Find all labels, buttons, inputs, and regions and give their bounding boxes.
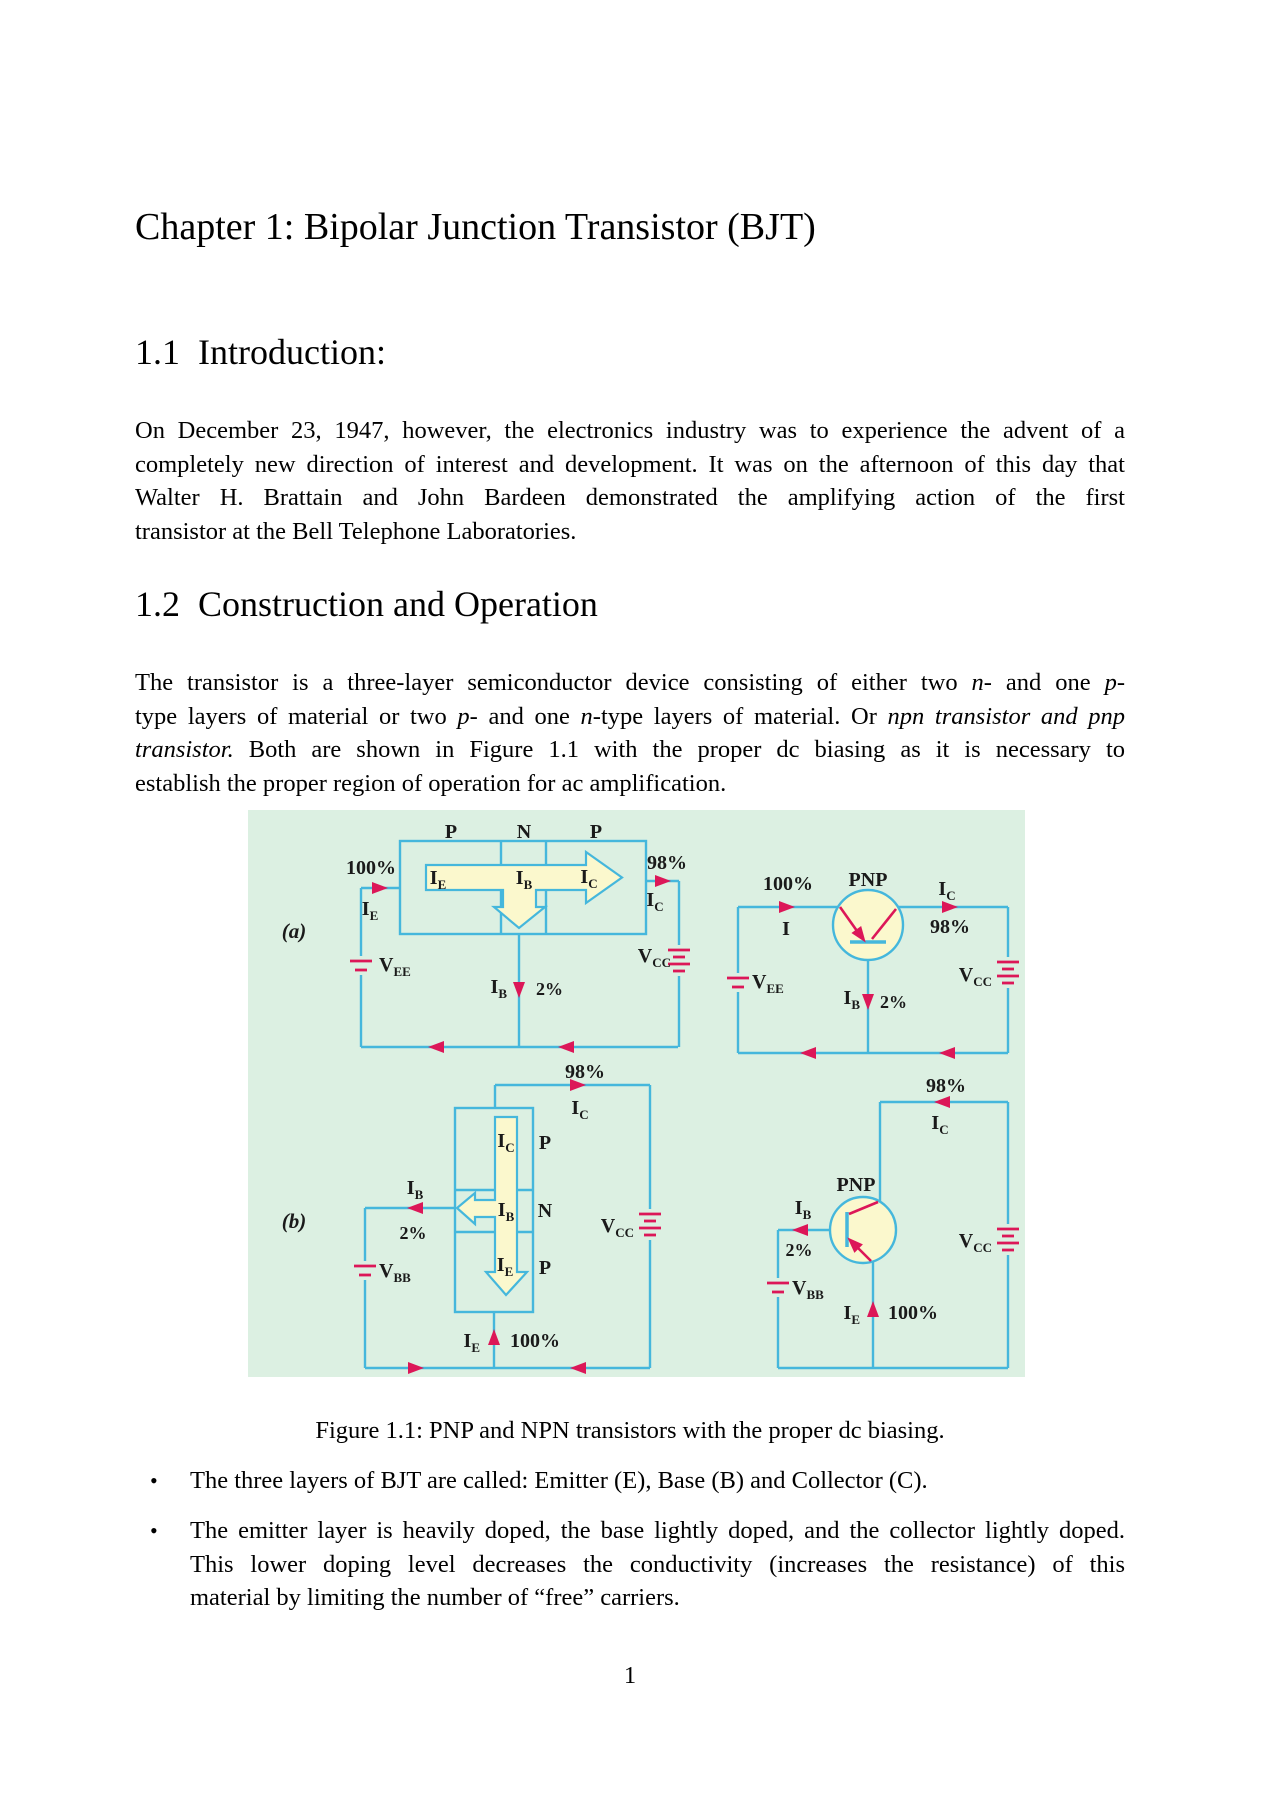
svg-text:VCC: VCC	[638, 945, 671, 970]
svg-text:VEE: VEE	[752, 971, 784, 996]
bullet-item-line: This lower doping level decreases the co…	[190, 1550, 1125, 1578]
svg-text:IB: IB	[407, 1177, 424, 1202]
svg-text:IB: IB	[844, 987, 861, 1012]
bullet-item: The three layers of BJT are called: Emit…	[190, 1467, 928, 1494]
svg-text:N: N	[517, 821, 532, 843]
svg-text:2%: 2%	[536, 979, 563, 999]
svg-text:PNP: PNP	[837, 1174, 876, 1196]
svg-text:(a): (a)	[282, 919, 307, 943]
svg-text:VCC: VCC	[959, 964, 992, 989]
svg-text:100%: 100%	[510, 1330, 560, 1352]
svg-text:P: P	[539, 1132, 551, 1154]
svg-text:I: I	[782, 918, 790, 940]
svg-text:IC: IC	[580, 866, 597, 891]
svg-text:IB: IB	[498, 1199, 515, 1224]
svg-text:100%: 100%	[346, 857, 396, 879]
section-1-2-heading: 1.2 Construction and Operation	[135, 583, 1135, 626]
svg-text:P: P	[445, 821, 457, 843]
svg-text:2%: 2%	[400, 1223, 427, 1243]
paragraph-line: transistor. Both are shown in Figure 1.1…	[135, 736, 1125, 763]
paragraph-line: On December 23, 1947, however, the elect…	[135, 417, 1125, 444]
section-number: 1.1	[135, 332, 180, 372]
svg-text:VBB: VBB	[792, 1277, 824, 1302]
svg-text:PNP: PNP	[849, 869, 888, 891]
svg-text:IE: IE	[430, 867, 446, 892]
bullet-marker: •	[150, 1468, 158, 1493]
svg-text:IB: IB	[516, 867, 533, 892]
chapter-title: Chapter 1: Bipolar Junction Transistor (…	[135, 206, 816, 248]
svg-text:2%: 2%	[786, 1240, 813, 1260]
svg-text:98%: 98%	[565, 1061, 605, 1083]
svg-text:IB: IB	[795, 1197, 812, 1222]
svg-text:IC: IC	[646, 889, 663, 914]
svg-text:IE: IE	[844, 1302, 860, 1327]
paragraph-line: transistor at the Bell Telephone Laborat…	[135, 517, 577, 545]
figure-caption: Figure 1.1: PNP and NPN transistors with…	[315, 1417, 945, 1444]
paragraph-line: completely new direction of interest and…	[135, 450, 1125, 478]
section-number: 1.2	[135, 584, 180, 624]
svg-text:IC: IC	[938, 878, 955, 903]
svg-text:N: N	[538, 1200, 553, 1222]
section-1-1-heading: 1.1 Introduction:	[135, 331, 1135, 374]
svg-text:P: P	[590, 821, 602, 843]
svg-text:IE: IE	[464, 1330, 480, 1355]
svg-text:98%: 98%	[930, 916, 970, 938]
bullet-item-line: material by limiting the number of “free…	[190, 1584, 680, 1611]
svg-text:IB: IB	[491, 976, 508, 1001]
svg-text:(b): (b)	[282, 1209, 307, 1233]
svg-text:IC: IC	[497, 1130, 514, 1155]
section-title: Introduction:	[198, 332, 386, 372]
svg-text:VBB: VBB	[379, 1260, 411, 1285]
paragraph-line: type layers of material or two p- and on…	[135, 702, 1126, 730]
bullet-marker: •	[150, 1518, 158, 1543]
paragraph-line: The transistor is a three-layer semicond…	[135, 669, 1125, 696]
svg-text:IC: IC	[931, 1112, 948, 1137]
svg-text:IE: IE	[497, 1254, 513, 1279]
paragraph-line: Walter H. Brattain and John Bardeen demo…	[135, 484, 1125, 511]
bullet-item-line: The emitter layer is heavily doped, the …	[190, 1517, 1125, 1544]
svg-text:100%: 100%	[763, 873, 813, 895]
section-title: Construction and Operation	[198, 584, 598, 624]
svg-text:VCC: VCC	[959, 1230, 992, 1255]
svg-text:98%: 98%	[926, 1075, 966, 1097]
svg-text:VEE: VEE	[379, 954, 411, 979]
paragraph-line: establish the proper region of operation…	[135, 769, 727, 797]
svg-text:P: P	[539, 1257, 551, 1279]
page-number: 1	[623, 1662, 637, 1689]
svg-text:2%: 2%	[880, 992, 907, 1012]
svg-text:100%: 100%	[888, 1302, 938, 1324]
svg-text:98%: 98%	[647, 852, 687, 874]
svg-text:IC: IC	[571, 1097, 588, 1122]
svg-text:IE: IE	[362, 898, 378, 923]
svg-text:VCC: VCC	[601, 1215, 634, 1240]
